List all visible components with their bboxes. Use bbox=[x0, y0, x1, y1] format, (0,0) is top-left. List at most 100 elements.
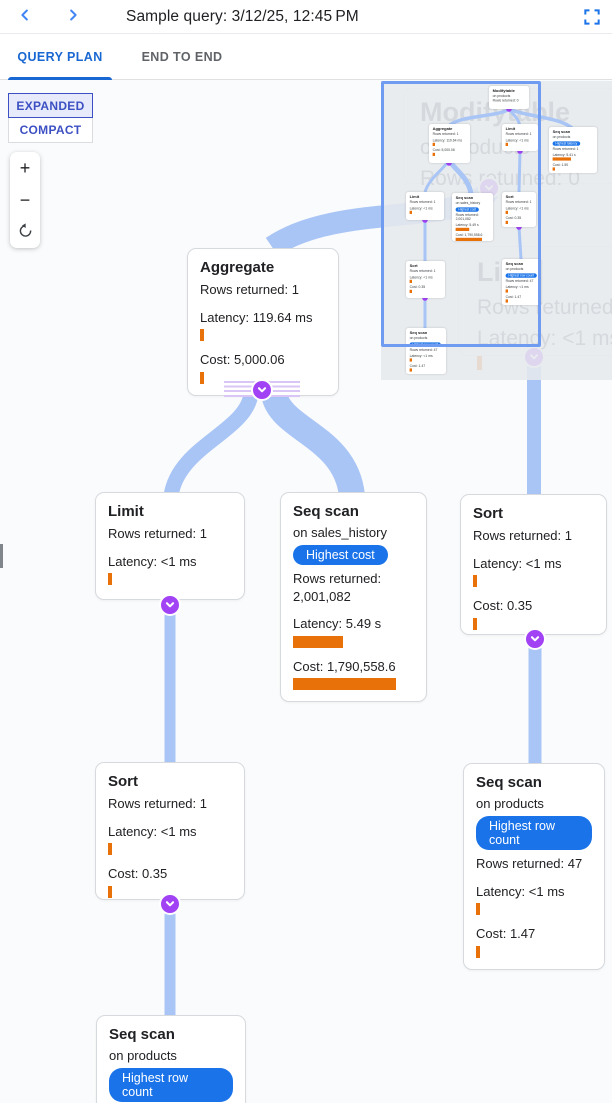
node-table: on products bbox=[109, 1048, 177, 1063]
node-table: on sales_history bbox=[293, 525, 387, 540]
metric-label: Latency: 119.64 ms bbox=[200, 309, 313, 325]
metric-label: Cost: 1,790,558.6 bbox=[293, 658, 396, 674]
compact-button[interactable]: COMPACT bbox=[8, 118, 93, 143]
metric-bar bbox=[505, 142, 508, 147]
highlight-badge: Highest row count bbox=[505, 273, 537, 278]
zoom-in-button[interactable]: + bbox=[11, 154, 39, 182]
node-title: Aggregate bbox=[200, 259, 275, 276]
metric-label: Latency: 119.64 ms bbox=[432, 138, 463, 143]
fullscreen-button[interactable] bbox=[580, 6, 604, 30]
metric-bar bbox=[200, 371, 204, 384]
node-rows-returned: Rows returned: 1 bbox=[200, 282, 299, 297]
tab-bar: QUERY PLAN END TO END bbox=[0, 34, 612, 80]
node-metric: Cost: 0.35 bbox=[505, 216, 533, 224]
expanded-button[interactable]: EXPANDED bbox=[8, 93, 93, 118]
collapse-button-sort-right[interactable] bbox=[524, 628, 546, 650]
metric-label: Latency: <1 ms bbox=[505, 284, 529, 289]
tab-end-to-end[interactable]: END TO END bbox=[138, 34, 226, 80]
node-metric: Cost: 5,000.06 bbox=[432, 148, 467, 156]
forward-button[interactable] bbox=[56, 2, 90, 32]
reset-view-icon bbox=[17, 222, 34, 242]
node-metric: Latency: 119.64 ms bbox=[200, 309, 326, 342]
node-title: Sort bbox=[409, 263, 418, 269]
node-rows-returned: Rows returned: 1 bbox=[108, 526, 207, 541]
minimap-viewport[interactable] bbox=[381, 81, 541, 347]
metric-label: Cost: 1.47 bbox=[409, 363, 426, 368]
back-button[interactable] bbox=[8, 2, 42, 32]
node-rows-returned: Rows returned: 1 bbox=[473, 528, 572, 543]
metric-bar bbox=[432, 142, 435, 147]
metric-bar bbox=[432, 152, 435, 156]
node-metric: Latency: <1 ms bbox=[505, 206, 533, 215]
node-rows-returned: Rows returned: 1 bbox=[505, 200, 532, 204]
node-title: Sort bbox=[473, 505, 503, 522]
metric-label: Latency: <1 ms bbox=[409, 353, 433, 358]
metric-label: Latency: <1 ms bbox=[505, 138, 529, 143]
node-rows-returned: Rows returned: 1 bbox=[432, 132, 459, 136]
collapse-button-limit[interactable] bbox=[159, 594, 181, 616]
metric-label: Latency: <1 ms bbox=[505, 206, 529, 211]
metric-bar bbox=[108, 843, 112, 856]
metric-bar bbox=[293, 678, 396, 691]
chevron-left-icon bbox=[16, 6, 34, 27]
node-metric: Cost: 0.35 bbox=[409, 285, 442, 293]
zoom-controls: + − bbox=[10, 152, 40, 248]
metric-bar bbox=[473, 617, 477, 630]
highlight-badge: Highest cost bbox=[293, 545, 388, 565]
collapse-button-aggregate[interactable] bbox=[251, 379, 273, 401]
node-detail: Rows returned: 0 bbox=[492, 98, 519, 103]
highlight-badge: Highest row count bbox=[109, 1068, 233, 1102]
node-metric: Cost: 5,000.06 bbox=[200, 351, 326, 384]
node-title: Modifytable bbox=[492, 88, 515, 94]
node-metric: Latency: <1 ms bbox=[108, 553, 232, 586]
zoom-out-button[interactable]: − bbox=[11, 186, 39, 214]
node-title: Limit bbox=[505, 126, 516, 132]
node-title: Sort bbox=[505, 194, 514, 200]
metric-bar bbox=[409, 368, 412, 372]
node-title: Sort bbox=[108, 773, 138, 790]
node-metric: Cost: 0.35 bbox=[108, 865, 232, 898]
node-metric: Latency: 119.64 ms bbox=[432, 138, 467, 147]
metric-label: Cost: 1.47 bbox=[476, 926, 536, 942]
metric-label: Cost: 5,000.06 bbox=[200, 352, 285, 368]
node-title: Seq scan bbox=[505, 261, 524, 267]
scrollbar-thumb[interactable] bbox=[0, 544, 3, 568]
node-title: Aggregate bbox=[432, 126, 453, 132]
metric-label: Latency: 5.49 s bbox=[293, 616, 382, 632]
node-title: Seq scan bbox=[409, 330, 428, 336]
metric-bar bbox=[108, 573, 112, 586]
metric-label: Cost: 0.35 bbox=[409, 285, 426, 290]
metric-bar bbox=[293, 635, 343, 648]
highlight-badge: Highest row count bbox=[476, 816, 592, 850]
active-tab-indicator bbox=[8, 77, 112, 80]
tab-query-plan[interactable]: QUERY PLAN bbox=[8, 34, 112, 80]
node-metric: Latency: 5.41 s bbox=[552, 153, 594, 161]
node-rows-returned: Rows returned: 47 bbox=[476, 856, 583, 871]
node-metric: Cost: 1.50 bbox=[552, 163, 594, 171]
reset-view-button[interactable] bbox=[11, 218, 39, 246]
node-metric: Latency: <1 ms bbox=[473, 555, 594, 588]
node-metric: Latency: <1 ms bbox=[409, 275, 442, 284]
edge-aggregate-limit bbox=[163, 392, 259, 498]
collapse-button-sort-left[interactable] bbox=[159, 893, 181, 915]
node-table: on products bbox=[409, 336, 428, 340]
node-rows-returned: Rows returned: 1 bbox=[552, 146, 579, 151]
node-table: on products bbox=[476, 796, 544, 811]
node-detail: on products bbox=[492, 94, 511, 98]
